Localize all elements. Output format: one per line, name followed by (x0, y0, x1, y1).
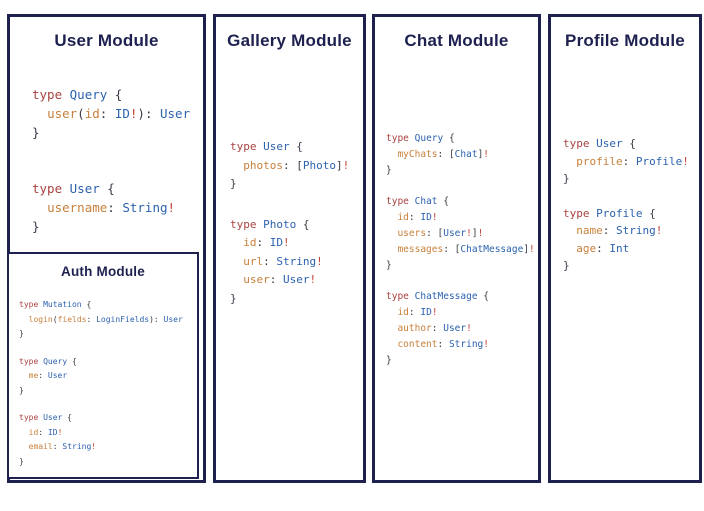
chat-module-panel: Chat Module type Query { myChats: [Chat]… (372, 14, 541, 483)
code-line: } (386, 355, 392, 366)
code-line: } (32, 219, 40, 234)
code-line: me: User (28, 371, 68, 380)
code-line: type Mutation { (19, 300, 92, 309)
code-line: messages: [ChatMessage]! (397, 244, 535, 255)
code-line: user: User! (243, 273, 317, 286)
code-line: id: ID! (243, 236, 290, 249)
code-line: id: ID! (397, 212, 438, 223)
chat-module-title: Chat Module (404, 31, 509, 50)
gallery-module-title: Gallery Module (227, 31, 352, 50)
code-line: } (563, 172, 570, 185)
code-block: type User { photos: [Photo]!} (230, 138, 363, 194)
code-block: type Query { user(id: ID!): User} (32, 85, 203, 142)
code-line: id: ID! (397, 307, 438, 318)
auth-module-panel: Auth Module type Mutation { login(fields… (7, 252, 199, 479)
chat-module-code: type Query { myChats: [Chat]!}type Chat … (375, 131, 538, 369)
code-block: type Mutation { login(fields: LoginField… (19, 298, 197, 342)
code-line: type Chat { (386, 196, 449, 207)
code-line: profile: Profile! (576, 154, 689, 168)
code-block: type User { profile: Profile!} (563, 135, 699, 188)
code-block: type Query { me: User} (19, 355, 197, 399)
code-line: email: String! (28, 442, 97, 451)
gallery-module-code: type User { photos: [Photo]!}type Photo … (216, 138, 363, 308)
profile-module-title: Profile Module (565, 31, 685, 50)
code-line: type Profile { (563, 206, 656, 220)
code-block: type Query { myChats: [Chat]!} (386, 131, 538, 179)
auth-module-code: type Mutation { login(fields: LoginField… (9, 298, 197, 469)
code-line: user(id: ID!): User (47, 106, 191, 121)
code-line: id: ID! (28, 427, 63, 437)
code-line: type User { (19, 413, 72, 422)
code-line: type Photo { (230, 217, 310, 231)
code-block: type Profile { name: String! age: Int} (563, 205, 699, 275)
code-line: type ChatMessage { (386, 291, 489, 302)
code-block: type Photo { id: ID! url: String! user: … (230, 216, 363, 309)
code-line: } (32, 125, 40, 140)
code-line: } (386, 165, 392, 176)
code-line: } (386, 260, 392, 271)
code-line: } (230, 291, 237, 305)
code-line: url: String! (243, 254, 323, 268)
profile-module-panel: Profile Module type User { profile: Prof… (548, 14, 702, 483)
code-line: type Query { (386, 133, 455, 144)
code-line: users: [User!]! (397, 228, 484, 239)
code-line: } (230, 177, 237, 190)
code-block: type User { id: ID! email: String!} (19, 411, 197, 469)
code-line: myChats: [Chat]! (397, 149, 490, 160)
code-line: age: Int (576, 241, 630, 255)
code-line: author: User! (397, 323, 472, 334)
code-line: } (19, 329, 24, 338)
auth-module-title: Auth Module (61, 264, 145, 279)
code-line: type Query { (19, 356, 77, 366)
code-line: type User { (230, 140, 303, 153)
gallery-module-panel: Gallery Module type User { photos: [Phot… (213, 14, 366, 483)
code-block: type Chat { id: ID! users: [User!]! mess… (386, 194, 538, 274)
user-module-title: User Module (54, 31, 159, 50)
code-line: content: String! (397, 339, 490, 350)
code-line: name: String! (576, 224, 663, 237)
code-line: username: String! (47, 200, 176, 215)
code-block: type User { username: String!} (32, 179, 203, 236)
code-line: type Query { (32, 87, 123, 102)
code-line: type User { (32, 181, 115, 196)
code-line: } (19, 385, 24, 395)
user-module-code: type Query { user(id: ID!): User}type Us… (10, 85, 203, 236)
code-line: photos: [Photo]! (243, 158, 350, 172)
code-line: login(fields: LoginFields): User (28, 314, 183, 324)
code-block: type ChatMessage { id: ID! author: User!… (386, 289, 538, 369)
code-line: } (19, 456, 24, 466)
code-line: type User { (563, 137, 636, 150)
profile-module-code: type User { profile: Profile!}type Profi… (551, 135, 699, 275)
code-line: } (563, 259, 570, 272)
